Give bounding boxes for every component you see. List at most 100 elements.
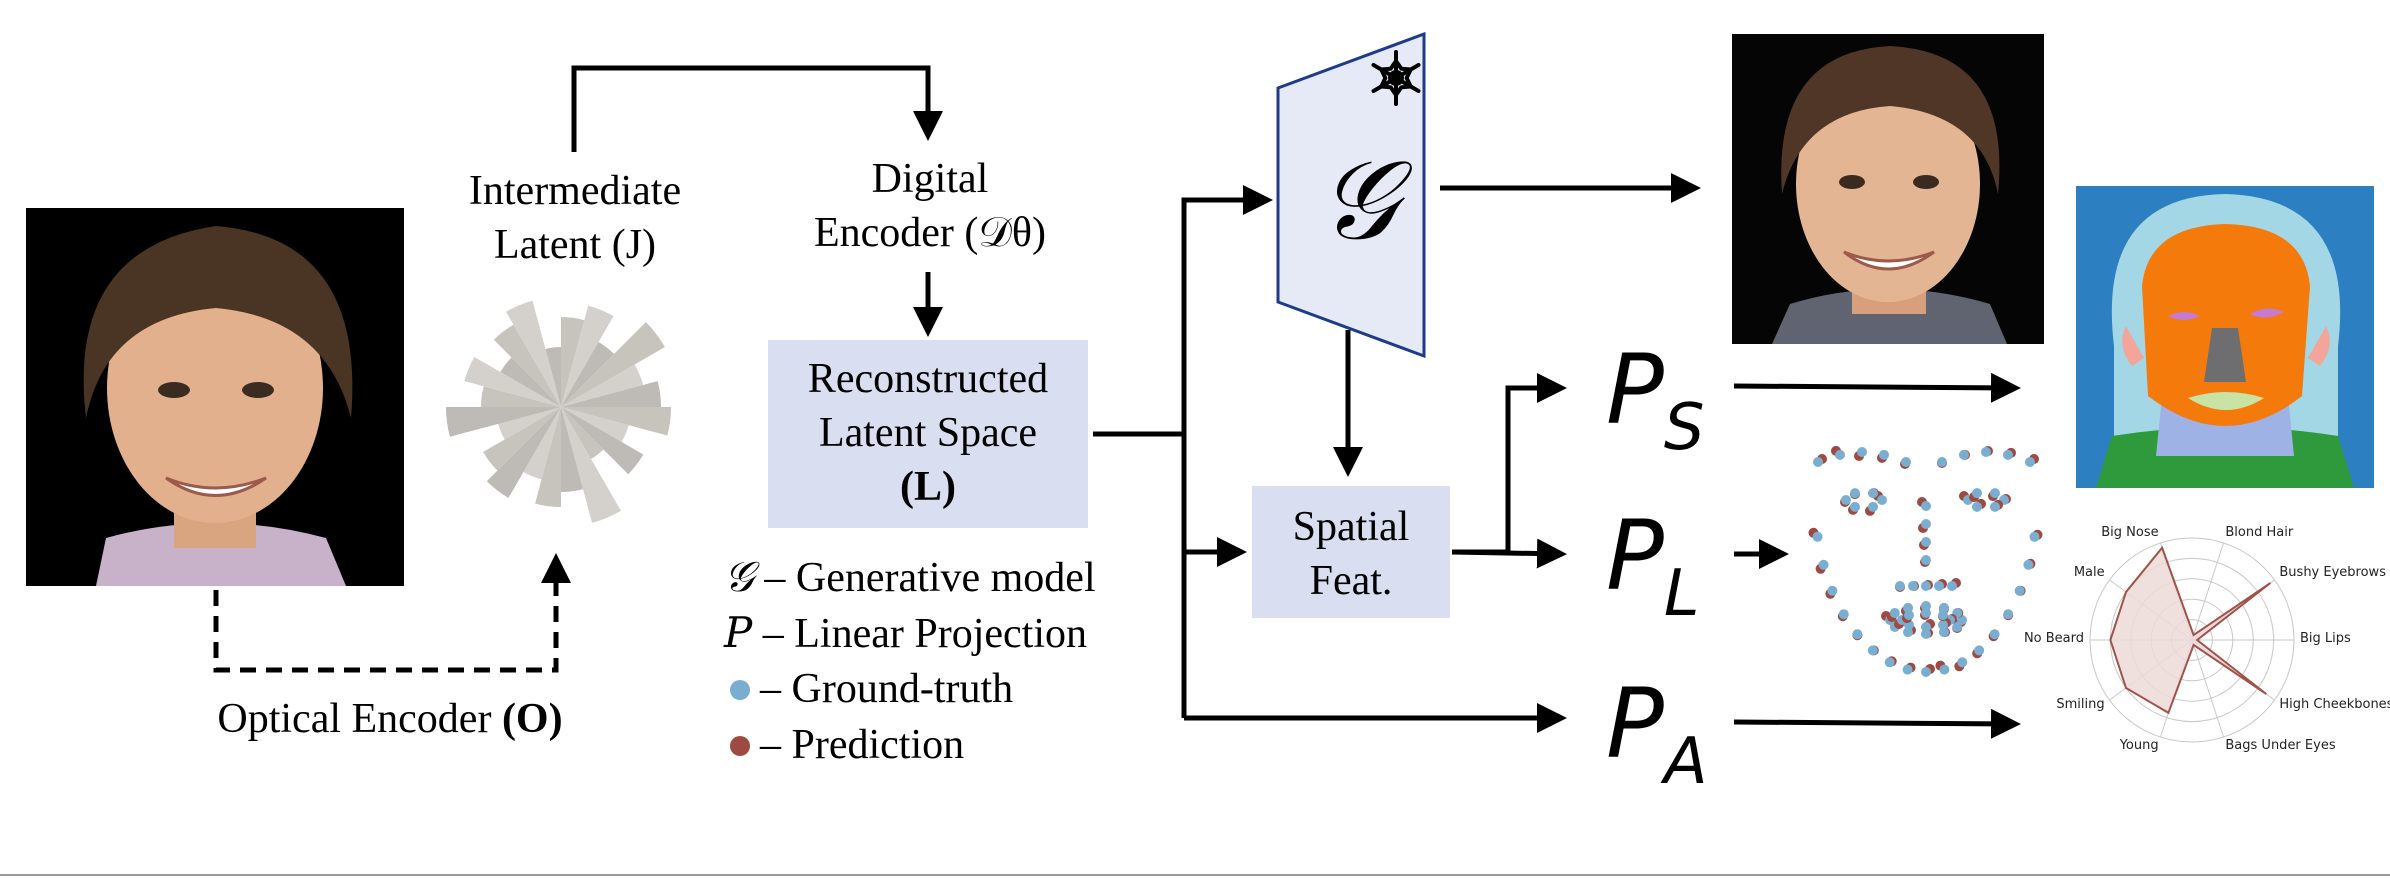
landmark-ground-truth-point: [1990, 501, 2000, 512]
legend-prediction: – Prediction: [724, 720, 964, 770]
landmark-ground-truth-point: [2029, 531, 2040, 542]
rose-petal: [561, 381, 661, 407]
rose-petal: [483, 407, 561, 471]
intermediate-latent-glyph: [445, 300, 672, 523]
intermediate-latent-label: Intermediate Latent (J): [430, 164, 720, 272]
arrow-to-generator: [1181, 185, 1273, 718]
generator-symbol: 𝒢: [1318, 136, 1398, 264]
legend-p-symbol: P: [724, 608, 753, 657]
landmark-ground-truth-point: [1921, 537, 1931, 547]
radar-axis-label: Blond Hair: [2225, 524, 2294, 540]
landmark-ground-truth-point: [1889, 608, 1900, 618]
landmark-ground-truth-point: [2025, 457, 2035, 467]
landmark-ground-truth-point: [1835, 449, 1845, 460]
landmark-ground-truth-point: [1838, 609, 1849, 620]
segmentation-map: [2076, 186, 2374, 488]
rose-petal: [486, 407, 561, 498]
projection-segmentation: PS: [1606, 340, 1705, 478]
projection-attributes: PA: [1606, 674, 1708, 812]
ground-truth-dot-icon: [730, 680, 750, 700]
rose-petal: [480, 386, 561, 407]
landmark-ground-truth-point: [1818, 559, 1829, 570]
landmark-ground-truth-point: [1939, 664, 1950, 675]
rose-petal: [523, 407, 561, 480]
arrow-optical-encoder-dashed: [213, 553, 571, 673]
landmark-ground-truth-point: [1937, 457, 1947, 467]
generated-face-image: [1732, 34, 2044, 344]
rose-petal: [561, 407, 672, 436]
reconstructed-line1: Reconstructed: [807, 356, 1049, 402]
landmark-ground-truth-point: [1952, 622, 1963, 632]
rose-petal: [561, 407, 604, 459]
proj-a-subscript: A: [1663, 725, 1708, 799]
optical-encoder-symbol: (O): [501, 696, 563, 742]
landmark-ground-truth-point: [1901, 457, 1911, 467]
landmark-ground-truth-point: [1934, 581, 1944, 591]
bottom-border: [0, 874, 2390, 876]
landmark-ground-truth-point: [1921, 667, 1931, 677]
proj-l-subscript: L: [1663, 557, 1700, 631]
legend-pred-text: – Prediction: [760, 722, 965, 768]
landmark-ground-truth-point: [1938, 619, 1948, 630]
landmark-ground-truth-point: [1902, 664, 1913, 675]
prediction-dot-icon: [730, 736, 750, 756]
radar-axis-label: Bushy Eyebrows: [2279, 565, 2386, 581]
arrow-spatial-to-proj-l: [1451, 538, 1567, 569]
landmark-ground-truth-point: [1989, 629, 2000, 640]
landmark-ground-truth-point: [1850, 488, 1860, 499]
landmark-ground-truth-point: [1877, 495, 1887, 505]
optical-encoder-label: Optical Encoder (O): [170, 692, 610, 746]
radar-spoke: [2191, 639, 2224, 738]
legend-g-symbol: 𝒢: [724, 552, 754, 601]
proj-s-subscript: S: [1663, 391, 1705, 465]
input-face-image: [26, 208, 404, 586]
landmark-ground-truth-point: [2003, 449, 2013, 460]
landmark-ground-truth-point: [1990, 488, 2000, 499]
landmark-ground-truth-point: [1857, 447, 1867, 457]
rose-petal: [506, 300, 561, 407]
rose-petal: [561, 322, 665, 407]
rose-petal: [445, 407, 561, 437]
arrow-spatial-to-proj-s: [1452, 373, 1567, 555]
radar-spoke: [2191, 542, 2224, 641]
landmark-ground-truth-point: [1947, 581, 1957, 591]
rose-petal: [535, 407, 561, 507]
proj-a-symbol: P: [1606, 668, 1664, 780]
landmark-ground-truth-point: [2023, 559, 2034, 570]
landmark-ground-truth-point: [1921, 601, 1931, 611]
radar-axis-label: Big Lips: [2300, 631, 2351, 646]
radar-axis-label: No Beard: [2023, 631, 2084, 646]
digital-encoder-label: Digital Encoder (𝒟θ): [780, 152, 1080, 260]
spatial-line2: Feat.: [1309, 558, 1393, 604]
legend-ground-truth: – Ground-truth: [724, 664, 1013, 714]
reconstructed-line2: Latent Space: [818, 410, 1038, 456]
arrow-latent-to-digital-encoder: [571, 65, 943, 152]
landmark-ground-truth-point: [1868, 488, 1878, 499]
rose-petal: [493, 324, 561, 407]
rose-petal: [561, 407, 583, 492]
radar-axis-label: Smiling: [2056, 696, 2105, 712]
landmark-ground-truth-point: [1867, 645, 1878, 656]
landmark-ground-truth-point: [1879, 449, 1889, 460]
landmark-ground-truth-point: [1841, 495, 1851, 505]
generator-block: [1276, 31, 1426, 359]
projection-landmarks: PL: [1606, 506, 1700, 644]
landmark-ground-truth-point: [1884, 657, 1895, 668]
radar-axis-label: Male: [2073, 565, 2105, 581]
arrow-proj-s-to-segmentation: [1733, 372, 2021, 403]
landmark-ground-truth-point: [1921, 629, 1931, 639]
proj-s-symbol: P: [1606, 334, 1664, 446]
landmark-ground-truth-point: [2014, 585, 2025, 596]
rose-petal: [464, 357, 561, 407]
radar-axis-label: Bags Under Eyes: [2225, 737, 2336, 753]
landmark-ground-truth-point: [1868, 501, 1878, 512]
legend-generative-model: 𝒢 – Generative model: [724, 552, 1096, 603]
proj-l-symbol: P: [1606, 500, 1664, 612]
landmark-ground-truth-point: [1904, 610, 1914, 621]
reconstructed-line3: (L): [900, 464, 956, 510]
landmark-ground-truth-point: [1921, 555, 1931, 565]
digital-encoder-line2: Encoder (𝒟θ): [813, 210, 1047, 256]
landmark-ground-truth-point: [1850, 501, 1860, 512]
